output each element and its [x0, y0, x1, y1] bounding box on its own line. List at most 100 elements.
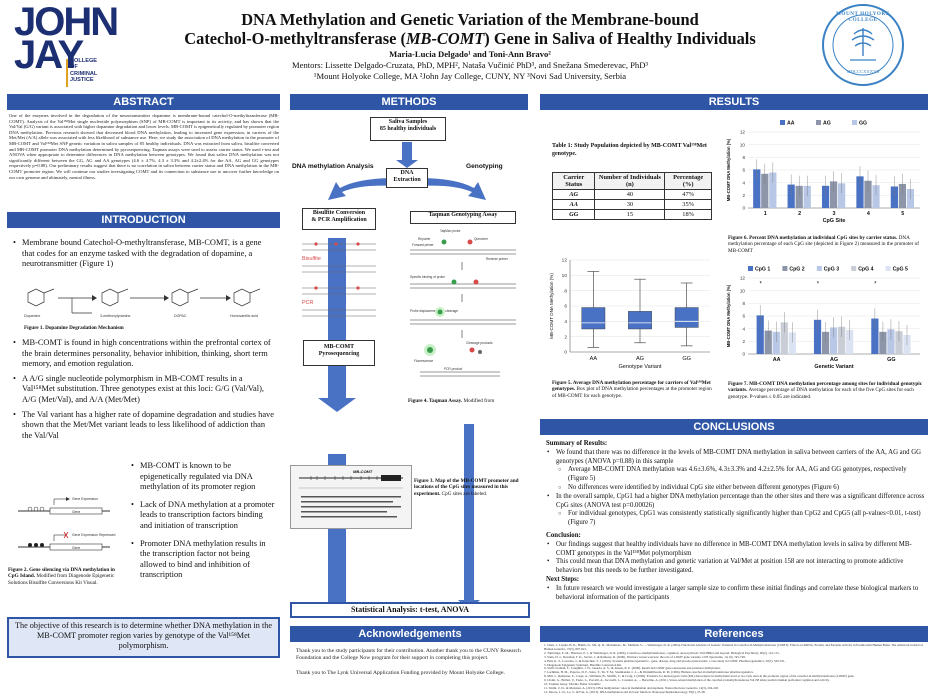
fig7-caption-text: Average percentage of DNA methylation fo…: [728, 387, 914, 400]
taqman-box: Taqman Genotyping Assay: [410, 211, 516, 224]
bar-AA-CpG-4: [780, 322, 788, 354]
reference-item: 12. Moore, L. D., Le, T., & Fan, G. (201…: [544, 689, 706, 694]
fig6-caption-text: DNA methylation percentage of each CpG s…: [728, 235, 920, 254]
bar-1-AG: [761, 173, 769, 208]
legend-swatch: [851, 266, 857, 271]
y-tick-label: 10: [562, 273, 568, 279]
x-tick-label: AA: [773, 357, 781, 363]
legend-swatch: [885, 266, 891, 271]
reference-item: 4. Hall, K. T., Loscalzo, J., & Kaptchuk…: [544, 658, 786, 663]
y-tick-label: 4: [564, 319, 567, 325]
table-cell: 47%: [664, 189, 712, 200]
summary-item: We found that there was no difference in…: [546, 449, 926, 467]
bar-AG-CpG-3: [829, 327, 838, 354]
logo-accent-bar: [66, 59, 68, 87]
dna-methylation-analysis-label: DNA methylation Analysis: [292, 163, 374, 170]
bar-3-GG: [838, 183, 846, 208]
bar-AA-CpG-2: [764, 330, 772, 354]
legend-label: AA: [787, 121, 795, 127]
fig2-label: Gene Expression: [72, 497, 98, 501]
reference-item: 2. Tunbridge, E. M., Harrison, P. J., & …: [544, 650, 780, 655]
logo-sub-line: JUSTICE: [70, 77, 94, 84]
y-tick-label: 12: [740, 130, 746, 135]
y-tick-label: 8: [742, 155, 745, 160]
legend-label: CpG 1: [755, 267, 770, 273]
dopamine-pathway-figure: Dopamine 3-methoxytyramine DOPAC Homovan…: [24, 288, 261, 318]
fig3-caption: Figure 3. Map of the MB-COMT promoter an…: [414, 478, 529, 497]
y-tick-label: 10: [740, 142, 746, 147]
seal-year: MDCCCXXXVII: [846, 69, 880, 74]
intro-bullet: The Val variant has a higher rate of dop…: [12, 410, 274, 442]
bar-AA-CpG-3: [772, 331, 780, 354]
table-cell: 40: [594, 189, 666, 200]
legend-swatch: [782, 266, 788, 271]
mount-holyoke-seal: MOUNT HOLYOKE COLLEGE MDCCCXXXVII: [822, 4, 904, 86]
y-tick-label: 6: [564, 304, 567, 310]
logo-word-john: JOHN: [14, 0, 119, 44]
abstract-heading: ABSTRACT: [7, 94, 280, 110]
y-tick-label: 0: [564, 350, 567, 356]
summary-item: In the overall sample, CpG1 had a higher…: [546, 493, 926, 511]
y-tick-label: 12: [562, 258, 568, 264]
y-tick-label: 0: [742, 352, 745, 357]
box-GG: [674, 307, 699, 328]
gene-silencing-figure: Gene Expression Gene Gene Expression Rep…: [18, 497, 115, 551]
bisulfite-box: Bisulfite Conversion & PCR Amplification: [302, 208, 376, 230]
table-cell: 35%: [664, 199, 712, 210]
legend-swatch: [748, 266, 753, 271]
next-steps-heading: Next Steps:: [546, 575, 580, 583]
conclusion-list: Our findings suggest that healthy indivi…: [546, 541, 926, 576]
table-cell: 18%: [664, 209, 712, 220]
intro-bullets-mid: MB-COMT is found in high concentrations …: [12, 338, 274, 441]
dna-extraction-text: DNA Extraction: [393, 170, 421, 184]
x-axis-label: CpG Site: [823, 218, 846, 224]
bar-AA-CpG-1: [756, 315, 764, 354]
saliva-text: Saliva Samples 85 healthy individuals: [379, 119, 437, 133]
significance-marker: *: [874, 282, 877, 288]
y-tick-label: 6: [742, 314, 745, 319]
intro-bullet: A A/G single nucleotide polymorphism in …: [12, 374, 274, 406]
significance-marker: *: [759, 282, 762, 288]
promoter-map-gene-label: MB-COMT: [353, 469, 373, 474]
conclusion-item: Our findings suggest that healthy indivi…: [546, 541, 926, 559]
taqman-label: Reverse primer: [486, 257, 509, 261]
bar-5-AA: [890, 186, 898, 208]
methods-heading: METHODS: [290, 94, 528, 110]
x-tick-label: 4: [867, 211, 870, 217]
bar-GG-CpG-3: [887, 329, 895, 354]
reference-item: 3. Stein, D. J., Newman, T. K., Savitz, …: [544, 654, 746, 659]
taqman-label: PCR product: [444, 367, 462, 371]
y-tick-label: 10: [740, 288, 746, 293]
fig5-caption-bold: Figure 5. Average DNA methylation percen…: [552, 380, 711, 393]
acknowledgements-text-2: Thank you to The Lynk Universal Applicat…: [296, 670, 505, 676]
reference-item: 9. Ursini, G., Bollati, V., Fazio, L., P…: [544, 678, 830, 683]
legend-swatch: [852, 120, 857, 125]
summary-heading: Summary of Results:: [546, 440, 608, 447]
bisulfite-text: Bisulfite Conversion & PCR Amplification: [311, 210, 367, 224]
fig2-label: Gene: [72, 510, 80, 514]
reference-item: 7. Lachman, H. M., Papolos, D. F., Saito…: [544, 670, 754, 675]
fig7-caption-bold: Figure 7. MB-COMT DNA methylation percen…: [728, 381, 922, 394]
bar-4-AG: [864, 180, 872, 208]
results-heading: RESULTS: [540, 94, 928, 110]
taqman-label: Forward primer: [412, 243, 435, 247]
intro-bullet-1: Membrane bound Catechol-O-methyltransfer…: [12, 238, 274, 270]
bar-AG-CpG-5: [846, 329, 854, 354]
x-tick-label: 2: [798, 211, 801, 217]
poster-title: DNA Methylation and Genetic Variation of…: [130, 10, 810, 48]
title-line-1: DNA Methylation and Genetic Variation of…: [241, 10, 699, 29]
x-tick-label: 3: [833, 211, 836, 217]
taqman-label: Reporter: [418, 237, 431, 241]
bar-GG-CpG-1: [871, 318, 879, 354]
fig2-label: Gene Expression Repressed: [72, 533, 115, 537]
bar-4-AA: [856, 176, 864, 208]
summary-subitem: Average MB-COMT DNA methylation was 4.6±…: [546, 466, 926, 484]
bar-3-AG: [829, 181, 838, 208]
seal-text: MOUNT HOLYOKE COLLEGE: [836, 11, 890, 23]
logo-word-jay: JAY: [14, 33, 84, 77]
title-gene: MB-COMT: [405, 29, 485, 48]
author-block: Maria-Lucia Delgado¹ and Toni-Ann Bravo²…: [130, 49, 810, 82]
x-axis-label: Genotype Variant: [618, 364, 662, 370]
bar-4-GG: [872, 185, 880, 208]
fig2-label: Gene: [72, 546, 80, 550]
